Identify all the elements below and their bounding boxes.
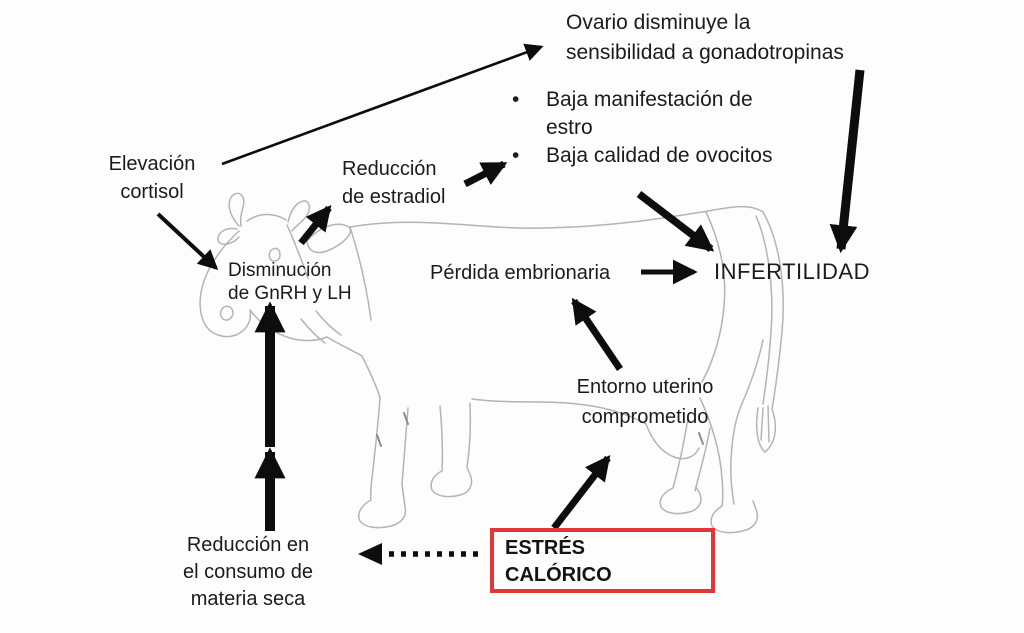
cow-frontleg-far-a — [439, 405, 444, 472]
cow-jaw — [249, 309, 328, 342]
cow-frontleg-far-b — [466, 402, 472, 468]
cow-tail-outer — [762, 211, 784, 410]
arrow-estradiol-to-sintomas — [463, 160, 508, 188]
arrow-estres-to-entorno — [551, 455, 611, 531]
cow-head-top — [246, 213, 287, 222]
node-entorno-uterino: Entorno uterino comprometido — [576, 376, 714, 428]
cow-back — [349, 205, 764, 229]
cow-hindleg-near-front — [699, 397, 724, 507]
node-infertilidad: INFERTILIDAD — [714, 259, 870, 284]
bullet-text-estro: Baja manifestación de estro — [546, 88, 753, 139]
cow-tail-inner — [755, 215, 773, 405]
cow-hoof-front-far — [430, 466, 473, 498]
arrow-entorno-to-perdida — [571, 297, 623, 371]
cow-frontleg-near-a — [369, 397, 381, 501]
node-sintomas-list: • Baja manifestación de estro • Baja cal… — [512, 86, 812, 170]
cow-horn-left — [228, 192, 245, 227]
bullet-icon: • — [512, 88, 520, 111]
list-item: • Baja manifestación de estro — [512, 86, 812, 142]
arrow-elevacion-to-ovario — [221, 43, 544, 166]
bullet-text-ovocitos: Baja calidad de ovocitos — [546, 144, 773, 167]
cow-face-left — [199, 230, 240, 327]
cow-hoof-hind-far — [659, 486, 702, 515]
cow-accent-knee — [376, 434, 382, 447]
cow-neck-line — [349, 226, 372, 321]
arrow-ovocitos-to-infertilidad — [636, 191, 715, 252]
cow-hoof-front-near — [358, 483, 407, 529]
cow-ear-left — [217, 227, 240, 245]
cow-frontleg-near-b — [401, 407, 409, 485]
cow-neck-bottom — [326, 336, 363, 357]
node-reduccion-estradiol: Reducción de estradiol — [342, 158, 446, 208]
cow-eye — [268, 247, 281, 262]
arrow-elevacion-to-disminucion — [156, 212, 219, 271]
cow-accent-stifle — [698, 432, 704, 445]
cow-illustration — [199, 192, 784, 534]
bullet-icon: • — [512, 144, 520, 167]
cow-chest — [361, 355, 381, 399]
cow-hoof-hind-near — [710, 500, 759, 534]
cow-haunch — [701, 211, 726, 383]
cow-hindleg-far-a — [672, 417, 689, 489]
cow-dewlap-fold-1 — [300, 318, 326, 344]
arrowhead-estres-to-consumo — [358, 543, 382, 565]
cow-accent-elbow — [403, 412, 409, 425]
cow-tail-hatch-1 — [760, 407, 764, 441]
arrows-layer — [156, 43, 865, 565]
cow-nostril — [219, 305, 234, 321]
cow-muzzle — [205, 309, 252, 338]
cow-hindleg-near-back — [730, 339, 764, 505]
node-ovario-sensibilidad: Ovario disminuye la sensibilidad a gonad… — [566, 11, 844, 64]
cow-horn-right — [287, 200, 311, 232]
node-disminucion-gnrh: Disminución de GnRH y LH — [228, 260, 352, 304]
node-estres-calorico-box: ESTRÉS CALÓRICO — [490, 528, 715, 593]
cow-tail-hatch-2 — [767, 405, 770, 443]
node-elevacion-cortisol: Elevación cortisol — [108, 153, 196, 203]
cow-dewlap-fold-2 — [315, 310, 342, 336]
cow-cheek — [286, 224, 309, 279]
cow-hindleg-far-b — [694, 427, 711, 492]
node-reduccion-consumo: Reducción en el consumo de materia seca — [182, 534, 314, 610]
cow-udder — [645, 423, 700, 460]
list-item: • Baja calidad de ovocitos — [512, 142, 812, 170]
cow-belly — [471, 398, 647, 425]
arrow-ovario-to-infertilidad — [829, 69, 865, 254]
cow-tail-switch — [755, 407, 777, 453]
arrow-cabeza-to-estradiol — [298, 205, 332, 246]
node-perdida-embrionaria: Pérdida embrionaria — [430, 262, 611, 284]
